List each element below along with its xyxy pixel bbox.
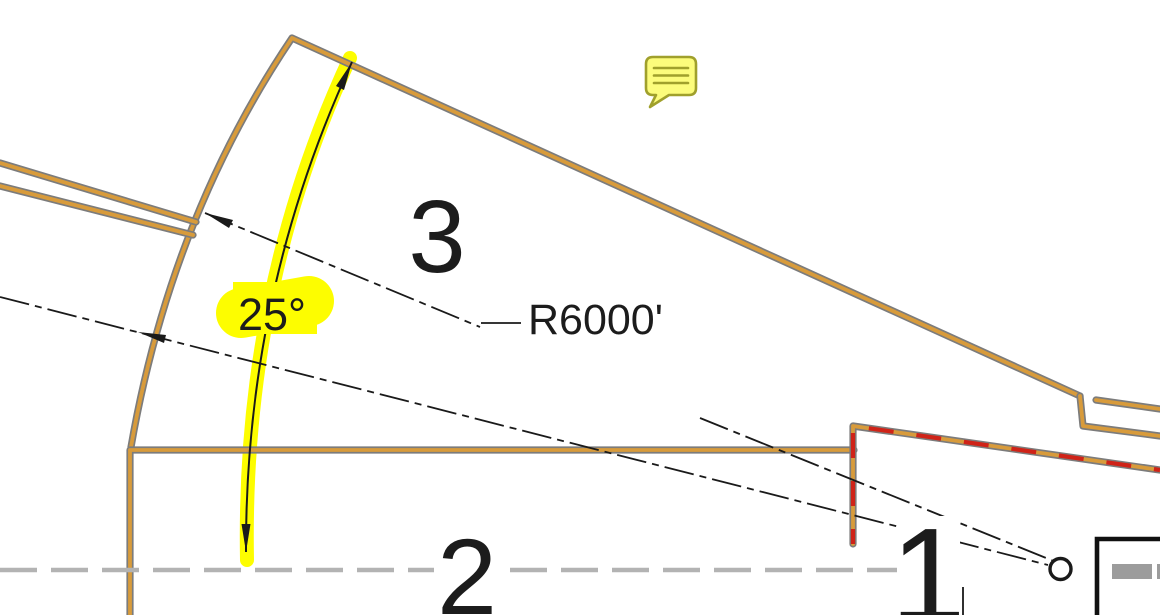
region2-text-mask	[434, 524, 500, 615]
arrowheads	[138, 62, 352, 552]
wedge-top	[0, 161, 198, 224]
angle-dimension-label: 25°	[238, 289, 306, 340]
cad-text-labels: 3 2 1 R6000' 25°	[238, 179, 966, 615]
region-2-label: 2	[437, 516, 497, 615]
boundary-linework	[0, 34, 1160, 615]
arc-arrow-bottom-icon	[241, 524, 251, 552]
arc-center-point-symbol	[1048, 556, 1073, 582]
radius-arrow-lower-icon	[138, 332, 166, 343]
wedge-bottom	[0, 184, 195, 237]
bottom-right-detail	[962, 536, 1160, 615]
note-icon[interactable]	[644, 55, 698, 109]
arc-arrow-top-icon	[336, 62, 352, 90]
horizontal-and-left-vertical	[128, 448, 856, 615]
topright-jog	[1078, 394, 1160, 438]
radius-arrow-upper-icon	[205, 213, 233, 228]
angle-text-mask	[233, 282, 317, 334]
radius-line-lower	[0, 296, 1049, 566]
radius-line-upper-a	[204, 212, 481, 328]
radius-dimension-label: R6000'	[528, 296, 663, 344]
radius-line-upper-b	[699, 417, 1057, 563]
boundary-top-and-arc	[129, 36, 1082, 449]
region-1-label: 1	[890, 500, 965, 615]
building-outline	[1094, 536, 1160, 615]
region-3-label: 3	[408, 179, 465, 294]
building-wall-bar	[1112, 564, 1152, 579]
boundary-top-and-arc-edge	[127, 34, 1084, 451]
right-parcel-selected-overlay[interactable]	[850, 423, 1160, 544]
region1-text-mask	[897, 516, 960, 615]
building-wall-bar-2	[1157, 564, 1160, 579]
topright-strip	[1094, 398, 1160, 411]
